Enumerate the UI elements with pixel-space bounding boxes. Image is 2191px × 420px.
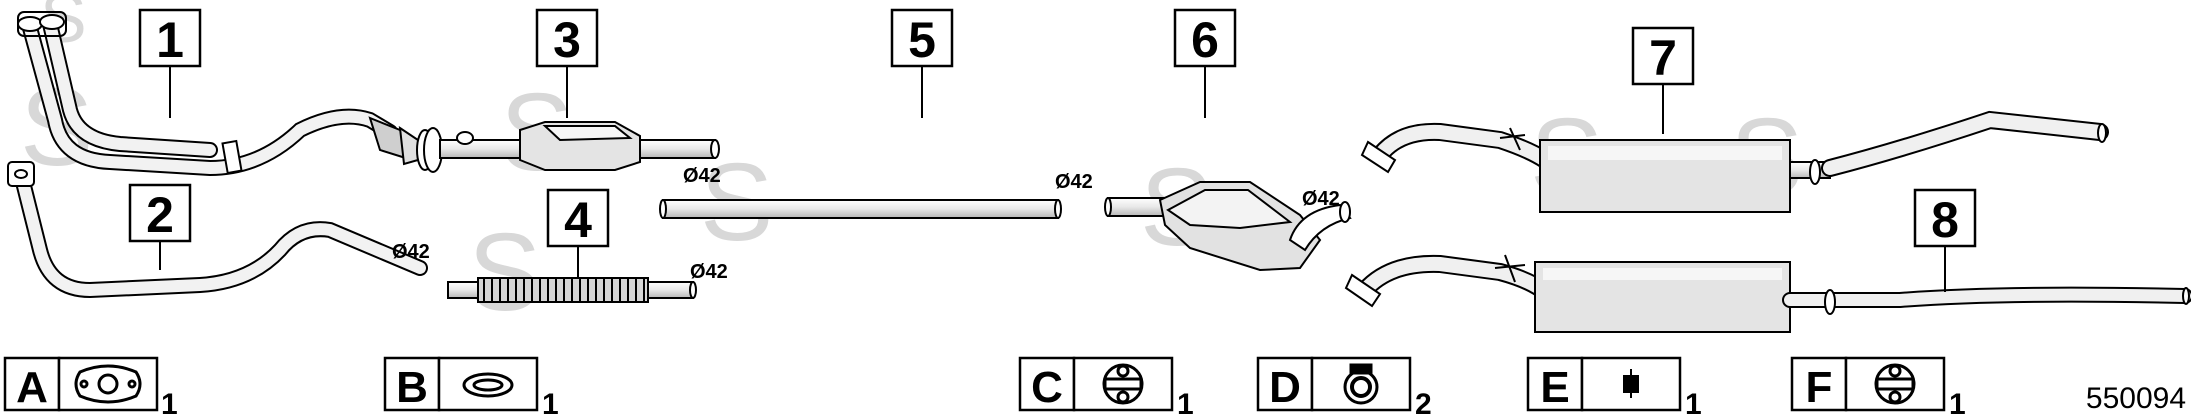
svg-text:3: 3 bbox=[553, 12, 581, 68]
svg-text:8: 8 bbox=[1931, 192, 1959, 248]
rubber-hanger-icon bbox=[1102, 363, 1144, 405]
callout-5: 5 bbox=[890, 8, 954, 118]
callout-7: 7 bbox=[1631, 26, 1695, 134]
svg-text:D: D bbox=[1269, 363, 1301, 412]
part-4-flex-pipe bbox=[447, 277, 697, 303]
callout-3: 3 bbox=[535, 8, 599, 118]
dim-part-5: Ø42 bbox=[1055, 171, 1093, 193]
legend-item-d: D 2 bbox=[1256, 356, 1432, 420]
svg-text:2: 2 bbox=[1415, 388, 1432, 420]
dim-part-6: Ø42 bbox=[1302, 188, 1340, 210]
svg-text:1: 1 bbox=[161, 388, 178, 420]
part-5-center-pipe bbox=[659, 199, 1062, 219]
svg-text:1: 1 bbox=[1949, 388, 1966, 420]
drawing-number: 550094 bbox=[2086, 382, 2186, 415]
ring-gasket-icon bbox=[462, 372, 514, 398]
svg-text:B: B bbox=[396, 363, 428, 412]
pipe-clamp-icon bbox=[1343, 363, 1379, 405]
svg-text:6: 6 bbox=[1191, 12, 1219, 68]
dim-part-4: Ø42 bbox=[690, 261, 728, 283]
part-7-rear-silencer bbox=[1360, 110, 2109, 213]
watermark: S bbox=[468, 211, 541, 334]
part-6-center-silencer bbox=[1104, 181, 1352, 272]
svg-text:4: 4 bbox=[564, 192, 592, 248]
dim-part-2: Ø42 bbox=[392, 241, 430, 263]
fitting-legend: A 1 B 1 C bbox=[3, 356, 1966, 420]
svg-text:1: 1 bbox=[156, 12, 184, 68]
svg-text:1: 1 bbox=[1685, 388, 1702, 420]
callout-8: 8 bbox=[1913, 188, 1977, 292]
rubber-hanger-icon bbox=[1874, 363, 1916, 405]
svg-text:1: 1 bbox=[1177, 388, 1194, 420]
legend-item-f: F 1 bbox=[1790, 356, 1966, 420]
callout-4: 4 bbox=[546, 188, 610, 278]
legend-item-b: B 1 bbox=[383, 356, 559, 420]
svg-text:F: F bbox=[1806, 363, 1833, 412]
legend-item-e: E 1 bbox=[1526, 356, 1702, 420]
svg-text:550094: 550094 bbox=[2086, 382, 2186, 415]
svg-text:C: C bbox=[1031, 363, 1063, 412]
callout-1: 1 bbox=[138, 8, 202, 118]
flex-pipe-corrugations bbox=[483, 279, 645, 301]
gasket-icon bbox=[74, 364, 142, 404]
svg-text:7: 7 bbox=[1649, 30, 1677, 86]
svg-text:5: 5 bbox=[908, 12, 936, 68]
svg-text:1: 1 bbox=[542, 388, 559, 420]
svg-text:E: E bbox=[1540, 363, 1569, 412]
callout-6: 6 bbox=[1173, 8, 1237, 118]
part-3-catalytic-converter bbox=[423, 121, 720, 173]
part-8-rear-silencer bbox=[1344, 254, 2191, 333]
part-2-intermediate-pipe bbox=[7, 161, 428, 299]
rubber-mount-icon bbox=[1623, 369, 1639, 398]
svg-text:A: A bbox=[16, 363, 48, 412]
diameter-labels: Ø42 Ø42 Ø42 Ø42 Ø42 bbox=[392, 165, 1340, 283]
dim-part-3: Ø42 bbox=[683, 165, 721, 187]
callout-2: 2 bbox=[128, 183, 192, 270]
svg-text:2: 2 bbox=[146, 187, 174, 243]
legend-item-c: C 1 bbox=[1018, 356, 1194, 420]
legend-item-a: A 1 bbox=[3, 356, 178, 420]
